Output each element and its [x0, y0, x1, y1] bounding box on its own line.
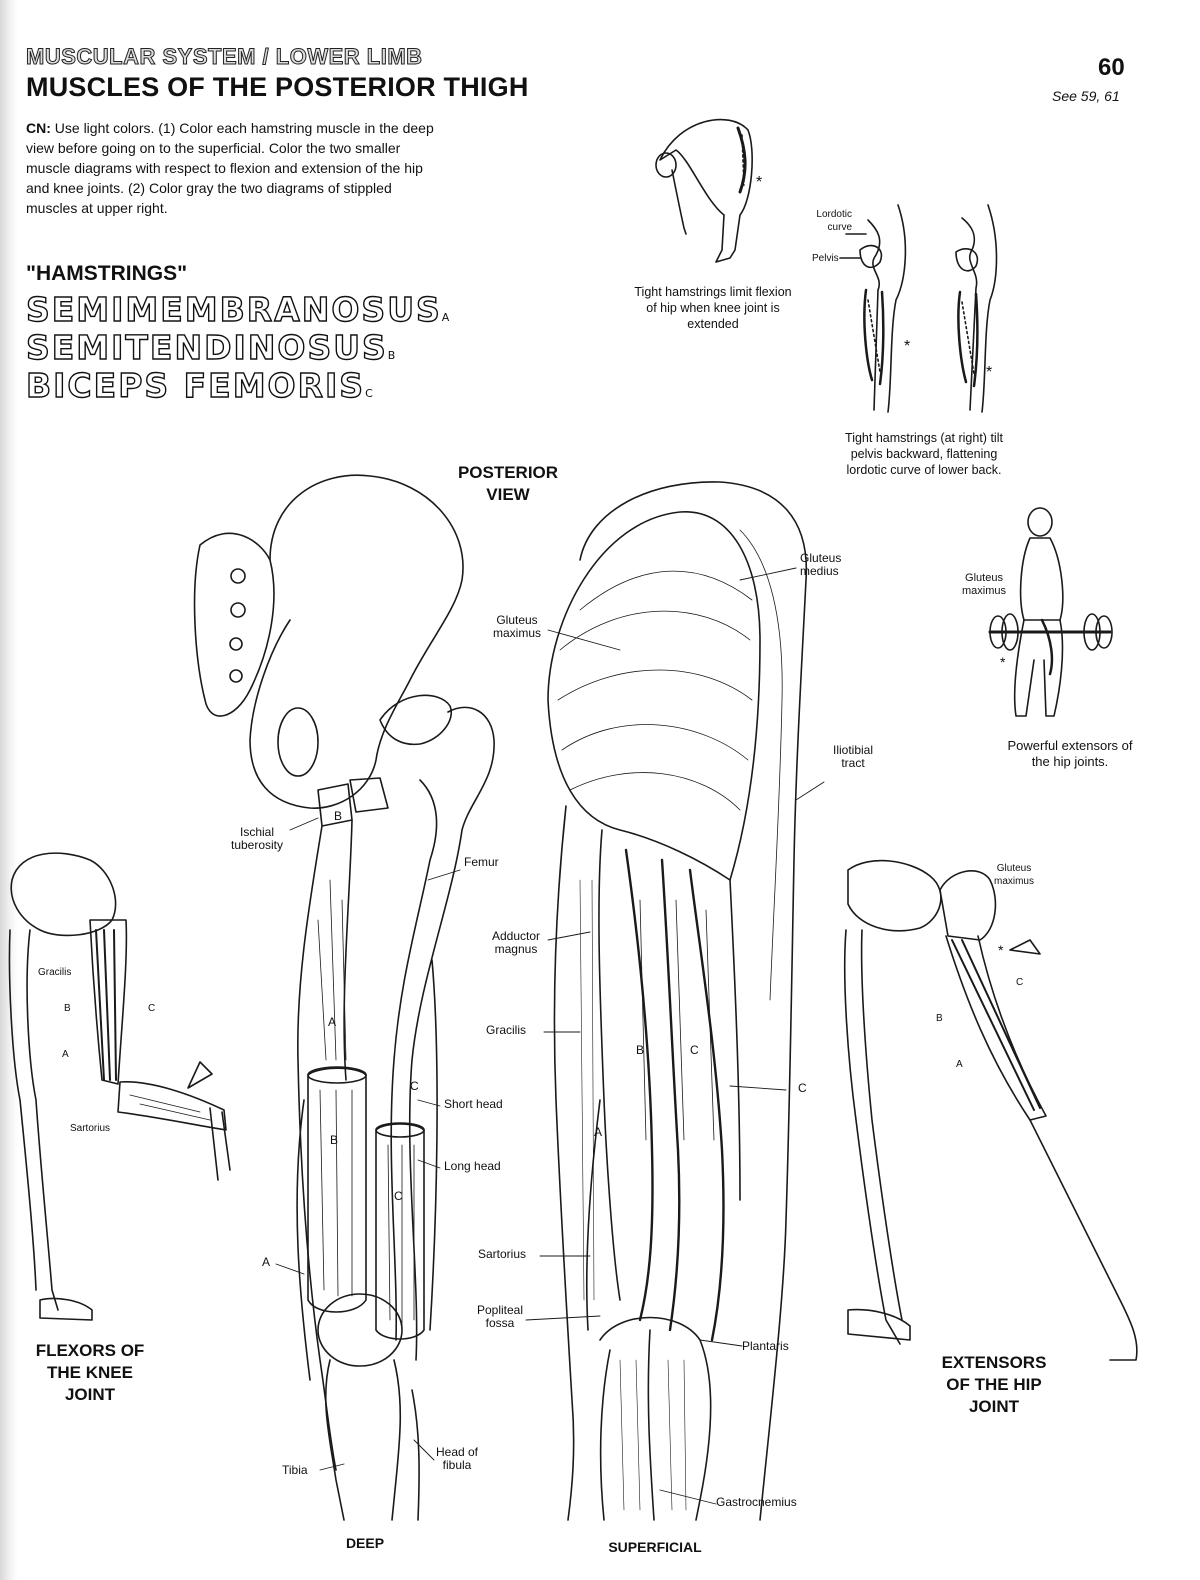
letter-b: B: [334, 809, 343, 823]
caption-powerful-extensors: Powerful extensors of the hip joints.: [1007, 738, 1133, 769]
label-ischial-tuberosity: Ischial tuberosity: [230, 825, 284, 852]
letter-c: C: [148, 1003, 156, 1014]
letter-b: B: [936, 1013, 943, 1024]
caption-tight-hip: Tight hamstrings limit flexion of hip wh…: [634, 285, 792, 331]
label-head-of-fibula: Head of fibula: [435, 1445, 479, 1472]
label-asterisk: *: [1000, 654, 1006, 670]
label-pelvis: Pelvis: [812, 253, 839, 264]
letter-b: B: [636, 1043, 645, 1057]
superficial-view-illustration: [547, 481, 808, 1521]
label-asterisk: *: [998, 942, 1004, 958]
deep-view-illustration: [193, 474, 495, 1521]
muscle-letter: A: [441, 311, 450, 324]
letter-c: C: [798, 1081, 807, 1095]
page-number: 60: [1098, 54, 1125, 81]
label-gracilis-small: Gracilis: [38, 967, 72, 978]
muscle-name: BICEPS FEMORIS: [25, 365, 366, 405]
label-leader-lines: [275, 567, 825, 1505]
page-title: MUSCLES OF THE POSTERIOR THIGH: [26, 72, 529, 102]
label-gastrocnemius: Gastrocnemius: [716, 1495, 797, 1509]
heading-deep: DEEP: [345, 1535, 385, 1551]
muscle-title-biceps-femoris: BICEPS FEMORISC: [25, 365, 373, 405]
heading-superficial: SUPERFICIAL: [608, 1539, 702, 1555]
hip-extensors-illustration: [843, 859, 1138, 1361]
letter-b: B: [64, 1003, 71, 1014]
instructions-text: Use light colors. (1) Color each hamstri…: [26, 120, 434, 216]
label-sartorius: Sartorius: [478, 1247, 527, 1261]
label-iliotibial-tract: Iliotibial tract: [832, 743, 874, 770]
weightlifter-illustration: [988, 507, 1113, 717]
letter-b: B: [330, 1133, 339, 1147]
letter-a: A: [328, 1015, 337, 1029]
letter-a: A: [262, 1255, 271, 1269]
label-gracilis: Gracilis: [486, 1023, 527, 1037]
label-lordotic-curve: Lordotic curve: [816, 209, 852, 233]
label-gluteus-maximus: Gluteus maximus: [492, 613, 541, 640]
label-popliteal-fossa: Popliteal fossa: [476, 1303, 524, 1330]
hamstrings-heading: "HAMSTRINGS": [26, 262, 188, 285]
instructions-prefix: CN:: [26, 120, 51, 136]
letter-c: C: [690, 1043, 699, 1057]
heading-posterior-view: POSTERIOR VIEW: [457, 463, 559, 504]
label-gluteus-maximus-small: Gluteus maximus: [961, 572, 1006, 597]
page-edge-shadow: [0, 0, 18, 1580]
label-asterisk: *: [904, 338, 911, 355]
letter-a: A: [956, 1059, 963, 1070]
muscle-name: SEMITENDINOSUS: [25, 327, 388, 367]
coloring-instructions: CN: Use light colors. (1) Color each ham…: [26, 118, 446, 218]
letter-c: C: [394, 1189, 403, 1203]
letter-c: C: [410, 1079, 419, 1093]
label-long-head: Long head: [444, 1159, 501, 1173]
pelvis-tilt-illustration: [839, 204, 998, 413]
heading-flexors: FLEXORS OF THE KNEE JOINT: [35, 1341, 145, 1404]
letter-a: A: [62, 1049, 69, 1060]
muscle-letter: C: [365, 387, 373, 400]
muscle-letter: B: [387, 349, 396, 362]
label-asterisk: *: [756, 174, 763, 191]
label-plantaris: Plantaris: [742, 1339, 789, 1353]
bending-figure-illustration: [655, 118, 753, 263]
muscle-name: SEMIMEMBRANOSUS: [25, 289, 442, 329]
section-heading: MUSCULAR SYSTEM / LOWER LIMB: [26, 44, 423, 70]
muscle-title-semimembranosus: SEMIMEMBRANOSUSA: [25, 289, 450, 329]
heading-extensors: EXTENSORS OF THE HIP JOINT: [941, 1353, 1047, 1416]
label-tibia: Tibia: [282, 1463, 308, 1477]
knee-flexors-illustration: [8, 852, 231, 1321]
muscle-title-semitendinosus: SEMITENDINOSUSB: [25, 327, 396, 367]
letter-a: A: [594, 1125, 603, 1139]
see-also-reference: See 59, 61: [1052, 88, 1120, 104]
label-gluteus-medius: Gluteus medius: [800, 551, 842, 578]
label-adductor-magnus: Adductor magnus: [491, 929, 541, 956]
label-gluteus-maximus-extensor: Gluteus maximus: [993, 863, 1034, 887]
label-sartorius-small: Sartorius: [70, 1123, 111, 1134]
label-asterisk: *: [986, 364, 993, 381]
letter-c: C: [1016, 977, 1024, 988]
caption-tight-pelvis: Tight hamstrings (at right) tilt pelvis …: [845, 431, 1003, 477]
label-short-head: Short head: [444, 1097, 503, 1111]
label-femur: Femur: [464, 855, 499, 869]
